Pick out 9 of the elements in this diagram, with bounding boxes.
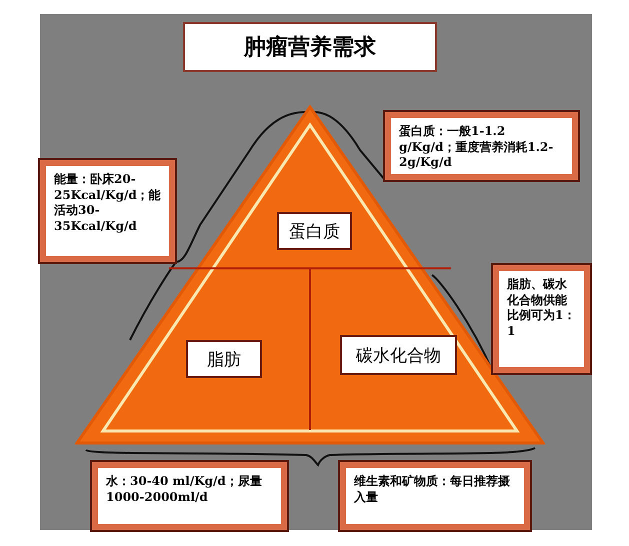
callout-box: 蛋白质：一般1-1.2 g/Kg/d；重度营养消耗1.2-2g/Kg/d [385,112,578,180]
label-box: 碳水化合物 [340,335,457,375]
callout-box: 能量：卧床20-25Kcal/Kg/d；能活动30-35Kcal/Kg/d [40,160,175,262]
label-box: 蛋白质 [277,212,352,250]
callout-box: 水：30-40 ml/Kg/d；尿量1000-2000ml/d [92,462,287,530]
label-box: 脂肪 [186,340,262,378]
title-box: 肿瘤营养需求 [183,22,437,72]
callout-box: 脂肪、碳水化合物供能比例可为1：1 [493,265,590,373]
callout-box: 维生素和矿物质：每日推荐摄入量 [340,462,530,530]
